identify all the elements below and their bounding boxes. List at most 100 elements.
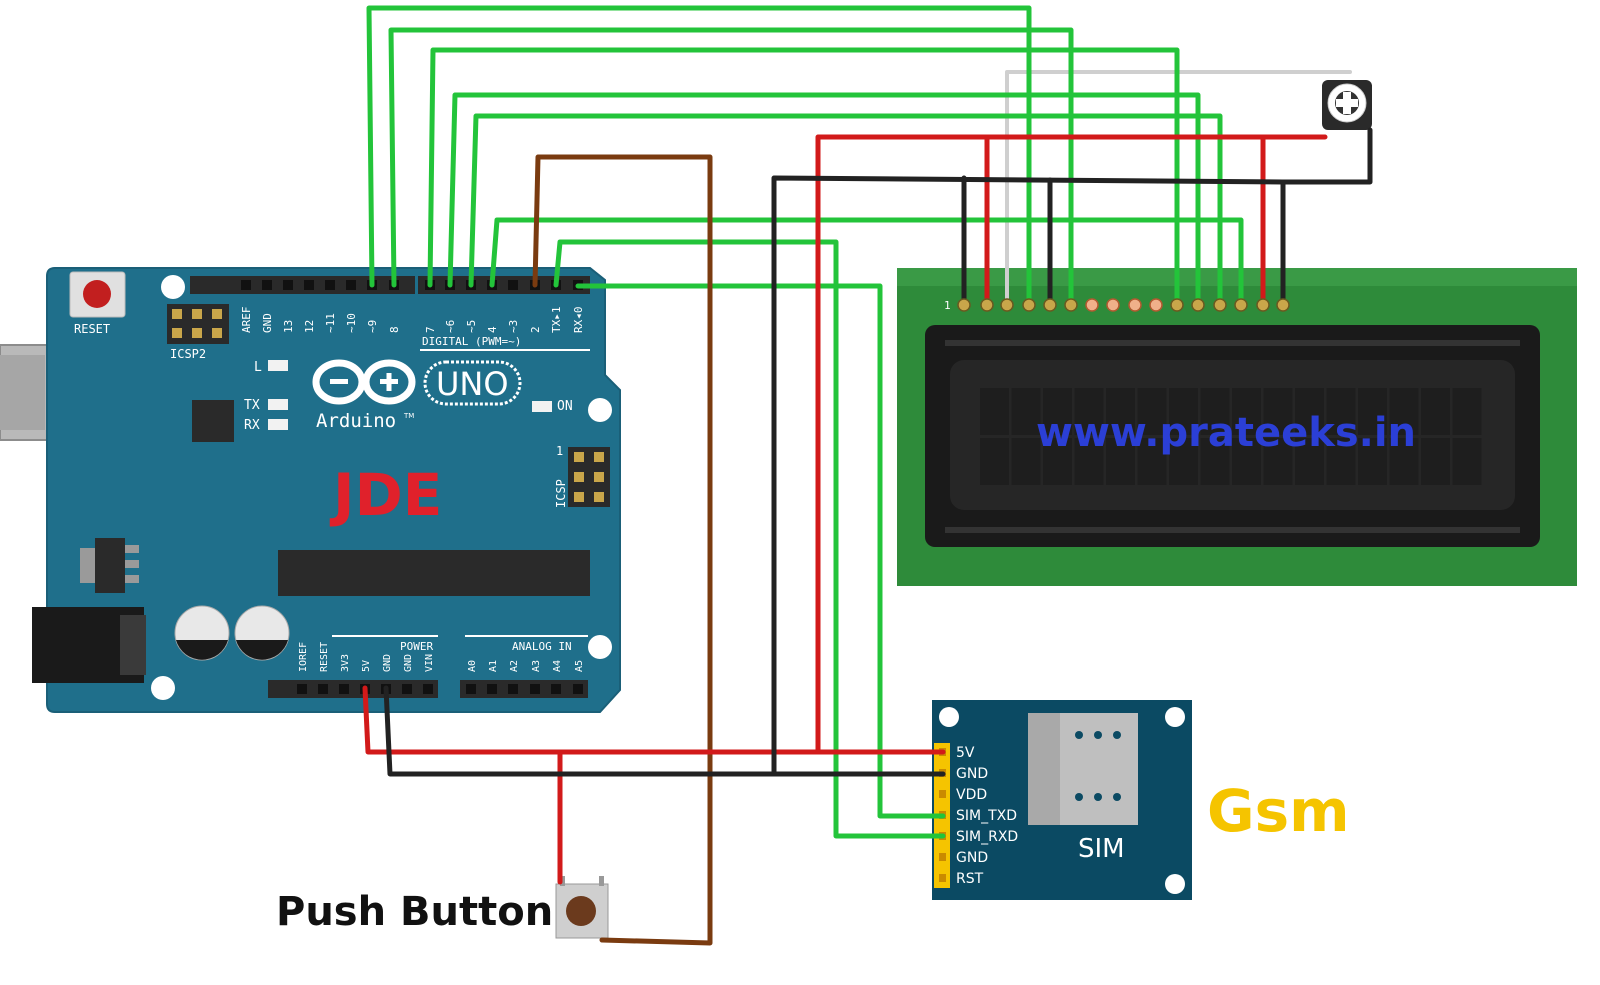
pin-label: AREF <box>240 307 253 334</box>
pin-label: ~10 <box>345 313 358 333</box>
gsm-header-pin <box>939 853 946 861</box>
on-led-label: ON <box>557 399 573 414</box>
lcd-header-pin <box>957 298 971 312</box>
voltage-regulator <box>80 538 139 593</box>
led-rx-label: RX <box>244 418 260 433</box>
wire-pot-wiper <box>1005 70 1352 302</box>
wire-d5 <box>468 113 1223 303</box>
power-header-label: POWER <box>400 640 433 653</box>
wire-d1-gsm-rxd <box>553 239 946 839</box>
lcd-char-cell <box>980 438 1009 485</box>
sim-label: SIM <box>1078 834 1125 864</box>
pin-label: GND <box>403 654 414 672</box>
capacitors <box>174 605 290 661</box>
gsm-pin-label: VDD <box>956 787 987 803</box>
header-pin <box>346 280 356 290</box>
lcd-char-cell <box>1074 388 1104 435</box>
pin-label: IOREF <box>298 642 309 672</box>
lcd-header-pin <box>1128 298 1142 312</box>
header-pin <box>508 684 518 694</box>
lcd-char-cell <box>1137 388 1167 435</box>
jde-label: JDE <box>329 461 442 529</box>
power-header <box>268 680 438 698</box>
usb-chip <box>192 400 234 442</box>
lcd-display-text: www.prateeks.in <box>1036 410 1416 456</box>
pin-label: VIN <box>424 654 435 672</box>
lcd-char-cell <box>1389 438 1419 485</box>
lcd-char-cell <box>1200 438 1230 485</box>
lcd-char-cell <box>1263 388 1293 435</box>
pin-label: GND <box>261 313 274 333</box>
lcd-char-cell <box>1169 438 1198 485</box>
pin-label: ~6 <box>444 320 457 333</box>
lcd-char-cell <box>1358 438 1387 485</box>
analog-header-label: ANALOG IN <box>512 640 572 653</box>
icsp-pin1-label: 1 <box>556 444 563 458</box>
gsm-pin-label: RST <box>956 871 984 887</box>
uno-label: UNO <box>436 365 509 403</box>
wire-d0-gsm-txd <box>575 283 946 819</box>
header-pin <box>283 280 293 290</box>
gsm-pin-label: GND <box>956 766 988 782</box>
lcd-header-pin <box>1213 298 1227 312</box>
lcd-char-cell <box>980 388 1009 435</box>
lcd-header-pin <box>1022 298 1036 312</box>
icsp2-label: ICSP2 <box>170 347 206 361</box>
header-pin <box>318 684 328 694</box>
header-pin <box>530 684 540 694</box>
lcd-char-cell <box>1232 388 1261 435</box>
wire-d6 <box>447 92 1201 303</box>
led-tx-label: TX <box>244 398 260 413</box>
arduino-logo-icon <box>312 359 416 405</box>
header-pin <box>262 280 272 290</box>
wire-d4 <box>489 217 1244 303</box>
lcd-header-pin <box>1106 298 1120 312</box>
lcd-char-cell <box>1074 438 1104 485</box>
gsm-title: Gsm <box>1207 777 1350 845</box>
pin-label: ~11 <box>324 313 337 333</box>
header-pin <box>573 684 583 694</box>
lcd-header-pin <box>1043 298 1057 312</box>
lcd-char-cell <box>1452 438 1482 485</box>
lcd-char-cell <box>1389 388 1419 435</box>
lcd-header-pin <box>1191 298 1205 312</box>
pin-label: A0 <box>467 660 478 672</box>
pin-label: 4 <box>486 326 499 333</box>
arduino-brand: Arduino <box>316 410 396 432</box>
potentiometer <box>1322 80 1372 130</box>
icsp2-header <box>167 304 229 344</box>
header-pin <box>466 684 476 694</box>
header-pin <box>423 684 433 694</box>
lcd-pin1-label: 1 <box>944 299 951 312</box>
header-pin <box>241 280 251 290</box>
lcd-header-pin <box>1256 298 1270 312</box>
gsm-header-pin <box>939 874 946 882</box>
header-pin <box>339 684 349 694</box>
pin-label: A1 <box>488 660 499 672</box>
lcd-pins <box>957 298 1290 312</box>
push-button-label: Push Button <box>276 889 553 935</box>
gsm-pin-label: 5V <box>956 745 975 761</box>
arduino-pcb <box>46 267 621 713</box>
lcd-module: 1 www.prateeks.in <box>897 268 1577 586</box>
pin-label: RX◂0 <box>572 307 585 334</box>
lcd-char-cell <box>1011 438 1041 485</box>
icsp-header <box>568 447 610 507</box>
push-button-component[interactable] <box>555 876 609 939</box>
pin-label: RESET <box>319 642 330 672</box>
led-l-label: L <box>254 360 262 375</box>
lcd-char-cell <box>1011 388 1041 435</box>
header-pin <box>297 684 307 694</box>
uno-badge: UNO <box>423 360 522 406</box>
lcd-char-cell <box>1263 438 1293 485</box>
wire-d7 <box>427 47 1180 303</box>
lcd-char-cell <box>1137 438 1167 485</box>
lcd-char-cell <box>1295 438 1324 485</box>
pin-label: ~5 <box>465 320 478 333</box>
pin-label: 5V <box>361 660 372 672</box>
analog-header <box>460 680 588 698</box>
lcd-header-pin <box>1064 298 1078 312</box>
pin-label: GND <box>382 654 393 672</box>
